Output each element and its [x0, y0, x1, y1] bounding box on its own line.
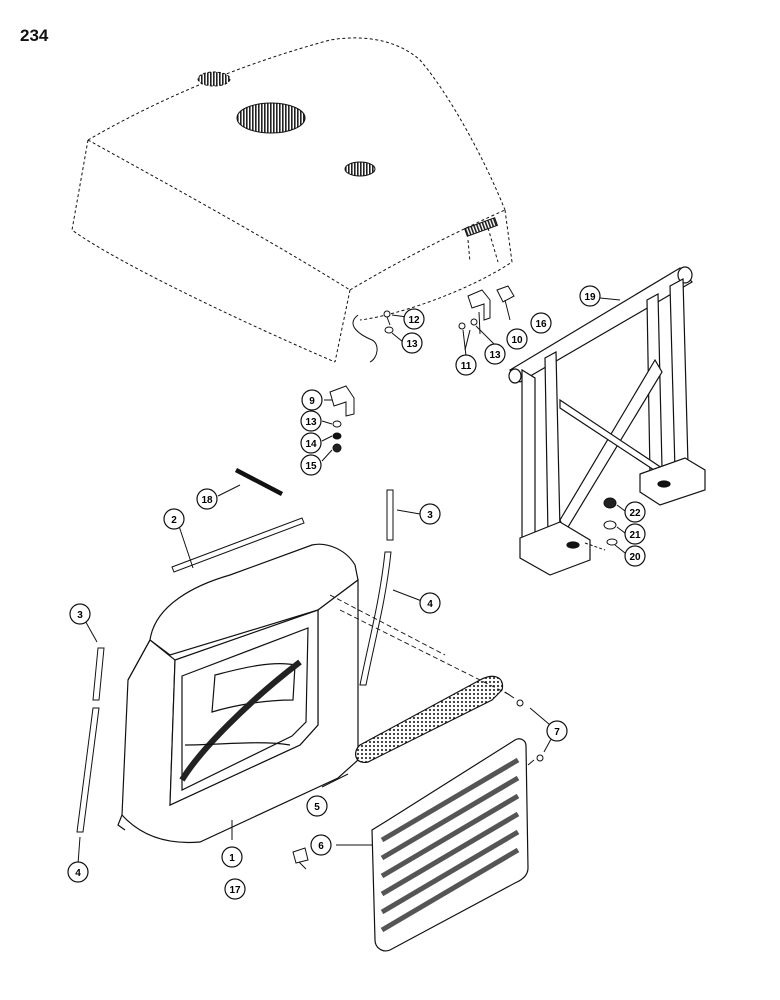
svg-text:15: 15: [305, 461, 317, 472]
svg-text:18: 18: [201, 495, 213, 506]
svg-text:11: 11: [461, 361, 472, 372]
svg-text:10: 10: [511, 335, 523, 346]
svg-text:13: 13: [489, 350, 501, 361]
svg-text:7: 7: [554, 727, 560, 738]
svg-text:13: 13: [406, 339, 418, 350]
bracket-10: [467, 289, 491, 321]
callout-16: 16: [530, 312, 552, 334]
callout-2: 2: [163, 508, 185, 530]
seal-strips: [76, 489, 394, 833]
screw-11: [458, 322, 466, 330]
svg-text:3: 3: [77, 610, 83, 621]
callout-19: 19: [579, 285, 601, 307]
hood-latch-cable: [352, 314, 378, 363]
svg-text:4: 4: [427, 599, 433, 610]
callout-6: 6: [310, 834, 332, 856]
svg-text:13: 13: [305, 417, 317, 428]
grille-screws-7: [504, 691, 544, 766]
svg-text:19: 19: [584, 292, 596, 303]
washer-13-right: [470, 318, 478, 326]
strip-3-left: [92, 647, 105, 701]
callout-10: 10: [506, 328, 528, 350]
callout-22: 22: [624, 501, 646, 523]
svg-text:6: 6: [318, 841, 324, 852]
nut-15: [332, 443, 342, 453]
callout-18: 18: [196, 488, 218, 510]
svg-text:1: 1: [229, 853, 235, 864]
callout-13-lower: 13: [300, 410, 322, 432]
svg-text:12: 12: [408, 315, 420, 326]
bracket-9: [329, 385, 355, 417]
callout-15: 15: [300, 454, 322, 476]
svg-text:3: 3: [427, 510, 433, 521]
callout-4-left: 4: [67, 861, 89, 883]
callout-7: 7: [546, 720, 568, 742]
page-number: 234: [20, 26, 49, 45]
svg-text:9: 9: [309, 396, 315, 407]
callout-12: 12: [403, 308, 425, 330]
callout-21: 21: [624, 523, 646, 545]
support-frame: [508, 266, 706, 576]
washer-13-left: [384, 326, 394, 334]
insert-17: [292, 847, 309, 864]
callout-13-upper-left: 13: [401, 332, 423, 354]
front-grille: [371, 738, 529, 952]
hood: [71, 37, 513, 363]
svg-text:17: 17: [229, 885, 241, 896]
callout-3-right: 3: [419, 503, 441, 525]
callout-14: 14: [300, 432, 322, 454]
callout-3-left: 3: [69, 603, 91, 625]
callout-4-right: 4: [419, 592, 441, 614]
strip-18: [234, 468, 284, 496]
svg-text:14: 14: [305, 439, 317, 450]
washer-21: [603, 520, 617, 530]
callout-1: 1: [221, 846, 243, 868]
lockwasher-14: [332, 432, 342, 440]
clip-16: [496, 285, 515, 303]
hood-opening-large: [236, 102, 306, 134]
frame-hardware: [584, 497, 618, 551]
nut-22: [603, 497, 617, 509]
svg-text:5: 5: [314, 802, 320, 813]
svg-text:22: 22: [629, 508, 641, 519]
hood-openings: [197, 71, 499, 237]
hood-vent: [463, 217, 499, 237]
grille-housing: [117, 543, 359, 844]
callout-13-upper-right: 13: [484, 343, 506, 365]
callout-17: 17: [224, 878, 246, 900]
callout-9: 9: [301, 389, 323, 411]
svg-text:2: 2: [171, 515, 177, 526]
strip-4-left: [76, 707, 100, 833]
svg-text:16: 16: [535, 319, 547, 330]
strip-2: [171, 517, 305, 573]
alignment-lines: [329, 594, 511, 696]
hood-opening-small-left: [197, 71, 231, 87]
bracket-hardware: [329, 285, 515, 453]
callout-5: 5: [306, 795, 328, 817]
svg-text:4: 4: [75, 868, 81, 879]
callout-11: 11: [455, 354, 477, 376]
mesh-screen: [354, 675, 504, 764]
hood-opening-small-right: [344, 161, 376, 177]
washer-20: [606, 538, 618, 546]
screw-12: [383, 310, 391, 318]
svg-text:21: 21: [629, 530, 641, 541]
callout-20: 20: [624, 545, 646, 567]
svg-text:20: 20: [629, 552, 641, 563]
washer-13-lower: [332, 420, 342, 428]
strip-3-right: [386, 489, 394, 541]
